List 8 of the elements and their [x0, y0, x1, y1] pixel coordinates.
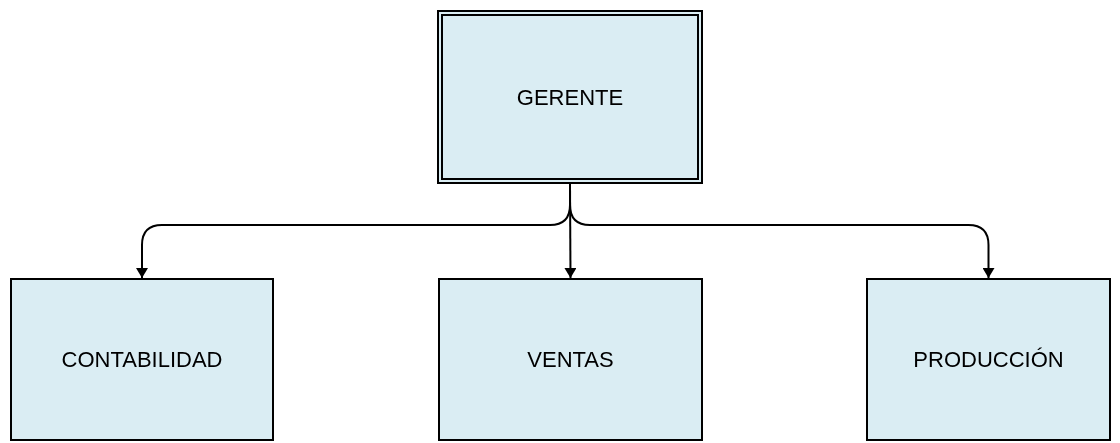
box-label: CONTABILIDAD: [61, 346, 223, 374]
box-label: PRODUCCIÓN: [913, 346, 1064, 374]
box-label: GERENTE: [516, 83, 624, 112]
box-label: VENTAS: [527, 346, 614, 374]
manager-box: [437, 10, 703, 184]
department-box: [438, 278, 703, 441]
department-box: [10, 278, 274, 441]
department-box: [866, 278, 1111, 441]
